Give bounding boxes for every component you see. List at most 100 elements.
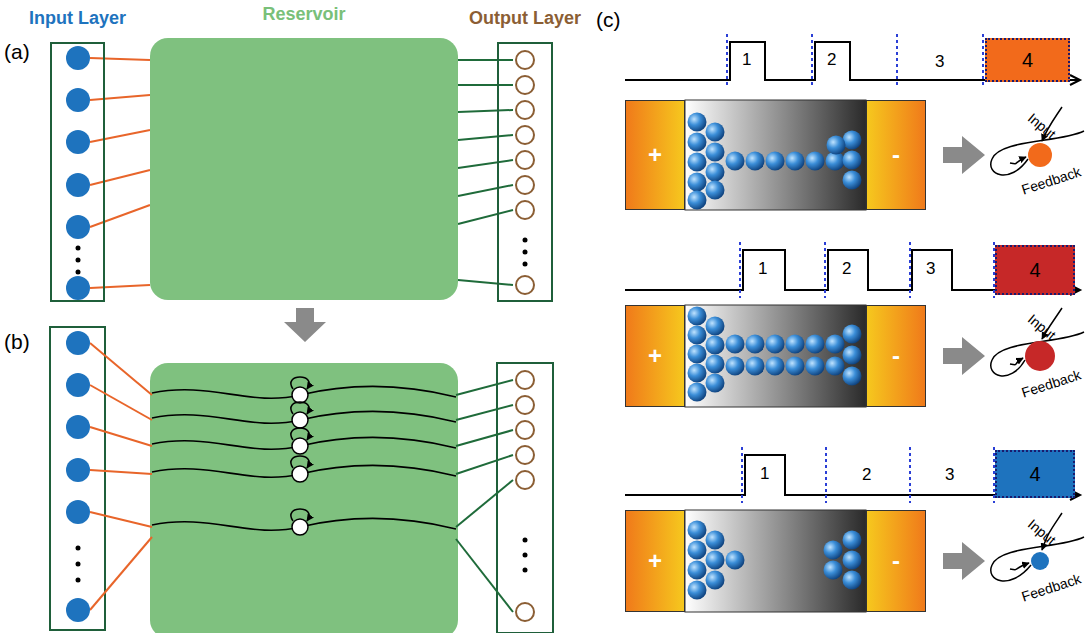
output-weight (458, 59, 513, 61)
polarity-sign: + (648, 141, 662, 169)
polarity-sign: - (892, 547, 900, 575)
reservoir-neuron (292, 466, 308, 482)
ion (843, 571, 862, 590)
input-neuron (66, 598, 90, 622)
input-weight (90, 58, 150, 60)
output-weight (458, 210, 513, 224)
pulse-number: 1 (760, 464, 769, 484)
electrode: + (625, 305, 685, 407)
input-neuron (66, 415, 90, 439)
ion (843, 325, 862, 344)
ion (726, 335, 745, 354)
step-number: 4 (1029, 463, 1040, 486)
input-weight (90, 385, 152, 420)
ion (806, 152, 825, 171)
reservoir-box: Reservoir (150, 38, 458, 300)
input-neuron (66, 458, 90, 482)
ion (688, 521, 707, 540)
ion (706, 374, 725, 393)
output-neuron (516, 201, 534, 219)
output-neuron (516, 603, 534, 621)
input-weight (90, 537, 152, 610)
ion (843, 367, 862, 386)
reservoir-neuron (292, 387, 308, 403)
output-state-box: 4 (995, 245, 1075, 295)
reservoir-box (150, 363, 458, 633)
state-dot (1025, 341, 1055, 371)
input-neuron (66, 215, 90, 239)
reservoir-neuron (292, 438, 308, 454)
output-weight (458, 280, 513, 285)
polarity-sign: + (648, 342, 662, 370)
input-weight (90, 427, 152, 446)
output-weight (458, 84, 513, 86)
ion (706, 181, 725, 200)
ion (688, 561, 707, 580)
ellipsis-dot (76, 562, 81, 567)
output-neuron (516, 101, 534, 119)
ion (688, 326, 707, 345)
output-box (497, 363, 553, 633)
ellipsis-dot (76, 578, 81, 583)
output-state-box: 4 (985, 38, 1070, 82)
ion (746, 335, 765, 354)
ion (706, 143, 725, 162)
input-weight (90, 285, 150, 288)
pulse-number: 2 (862, 465, 871, 485)
ion (843, 346, 862, 365)
ion (806, 357, 825, 376)
pulse-number: 2 (842, 259, 851, 279)
layer-box: Output Layer (497, 42, 553, 302)
ellipsis-dot (523, 238, 528, 243)
pulse-number: 3 (926, 259, 935, 279)
ellipsis-dot (76, 546, 81, 551)
input-label: Input (1025, 110, 1059, 142)
input-neuron (66, 331, 90, 355)
ion (688, 383, 707, 402)
ion (786, 335, 805, 354)
output-weight (456, 405, 513, 420)
ellipsis-dot (523, 250, 528, 255)
ion (706, 163, 725, 182)
input-weight (90, 170, 150, 185)
pulse-number: 2 (827, 50, 836, 70)
ion (766, 152, 785, 171)
reservoir-neuron (292, 412, 308, 428)
ion (726, 551, 745, 570)
polarity-sign: - (892, 342, 900, 370)
pulse-number: 1 (742, 50, 751, 70)
electrode: + (625, 510, 685, 612)
output-weight (458, 110, 513, 112)
panel-label: (a) (4, 40, 30, 64)
output-neuron (516, 276, 534, 294)
ion (827, 136, 846, 155)
ion (726, 152, 745, 171)
ion (806, 335, 825, 354)
output-weight (456, 455, 513, 474)
electrode: - (866, 510, 926, 612)
ellipsis-dot (523, 538, 528, 543)
input-label: Input (1025, 516, 1059, 548)
polarity-sign: + (648, 547, 662, 575)
ion (826, 335, 845, 354)
ellipsis-dot (76, 258, 81, 263)
ellipsis-dot (523, 553, 528, 558)
polarity-sign: - (892, 141, 900, 169)
ion (688, 191, 707, 210)
ion (706, 355, 725, 374)
output-neuron (516, 371, 534, 389)
feedback-label: Feedback (1020, 570, 1083, 604)
input-neuron (66, 46, 90, 70)
output-neuron (516, 126, 534, 144)
output-neuron (516, 151, 534, 169)
ion (688, 364, 707, 383)
electrode: - (866, 305, 926, 407)
layer-box: Input Layer (50, 42, 105, 302)
input-neuron (66, 88, 90, 112)
ion (726, 357, 745, 376)
ion (786, 357, 805, 376)
input-weight (90, 343, 152, 395)
panel-label: (c) (596, 8, 621, 32)
pulse-number: 3 (945, 465, 954, 485)
feedback-label: Feedback (1020, 163, 1083, 197)
